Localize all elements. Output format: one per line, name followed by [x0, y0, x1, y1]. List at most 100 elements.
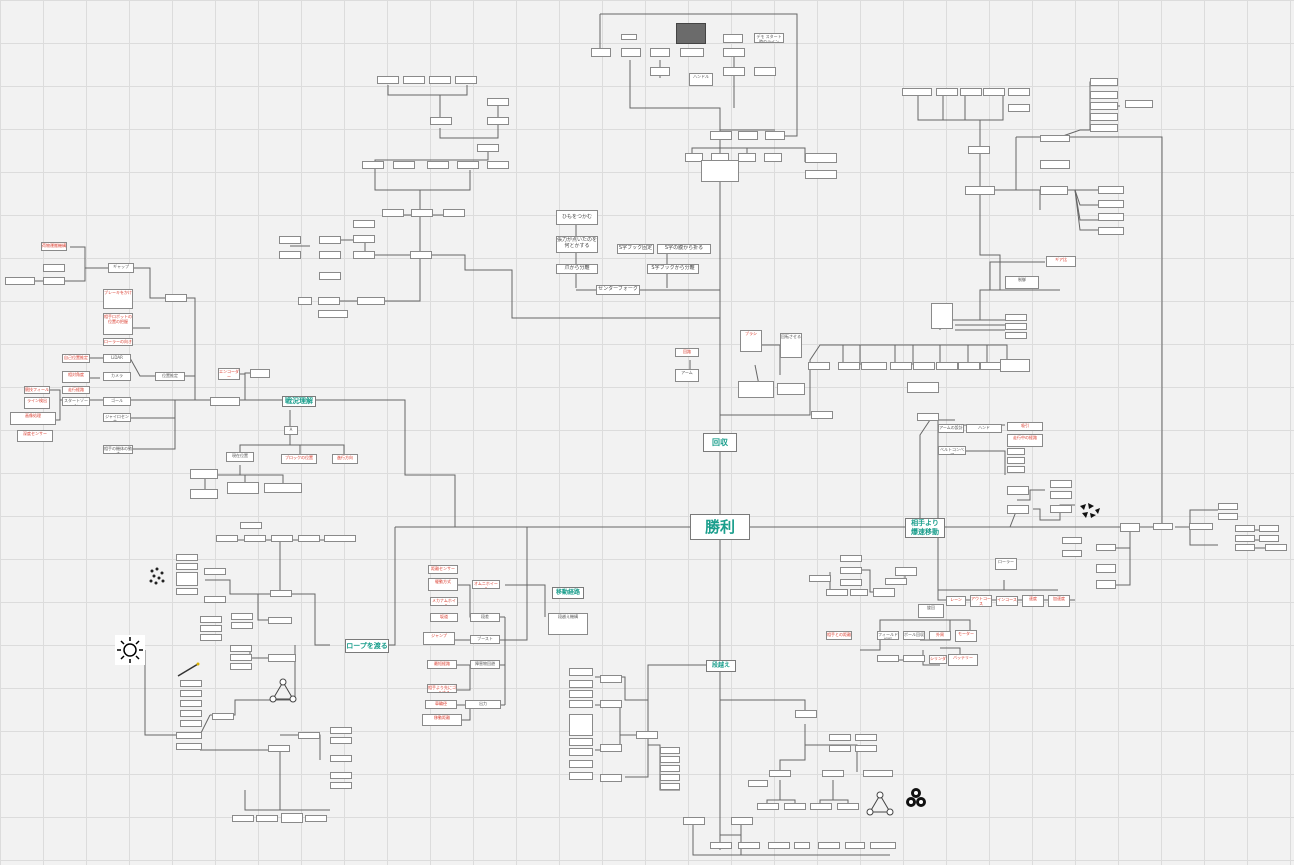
node-m8[interactable]: ブースト — [470, 635, 500, 644]
node-d-29[interactable] — [757, 803, 779, 810]
node-r-c2[interactable] — [840, 567, 862, 574]
node-top-8[interactable] — [723, 48, 745, 57]
node-d-3[interactable] — [569, 690, 593, 698]
node-top-7[interactable] — [723, 34, 743, 43]
node-r19[interactable]: バッテリー — [948, 654, 978, 666]
node-r-c6[interactable] — [850, 589, 868, 596]
node-d-9[interactable] — [569, 772, 593, 780]
hub-idou[interactable]: 移動経路 — [552, 587, 584, 599]
node-ru-20[interactable] — [983, 88, 1005, 96]
node-r25[interactable]: 回転させる — [780, 333, 802, 358]
node-m13[interactable]: 出力 — [465, 700, 501, 709]
node-rope-32[interactable] — [298, 732, 320, 739]
node-top-red-2[interactable] — [805, 170, 837, 179]
node-rope-41[interactable] — [281, 813, 303, 823]
node-d-34[interactable] — [731, 817, 753, 825]
node-r-c9[interactable] — [885, 578, 907, 585]
node-m1[interactable]: 距離センサー — [428, 565, 458, 574]
node-d-13[interactable] — [600, 774, 622, 782]
node-top-6[interactable] — [680, 48, 704, 57]
node-ul-6[interactable] — [430, 117, 452, 125]
node-center-fork[interactable]: センターフォーク — [596, 285, 640, 295]
node-d-10[interactable] — [600, 675, 622, 683]
node-ul-3[interactable] — [429, 76, 451, 84]
node-ru-34[interactable] — [1090, 113, 1118, 121]
node-ru-15[interactable] — [980, 362, 1002, 370]
node-top-11[interactable] — [710, 131, 732, 140]
node-l-c2[interactable]: ライン検出 — [24, 397, 50, 409]
node-top-10[interactable] — [754, 67, 776, 76]
node-l-d3[interactable]: ブロックの位置 — [281, 454, 317, 464]
node-ru-23[interactable] — [968, 146, 990, 154]
node-ul-20[interactable] — [279, 236, 301, 244]
node-rope-8[interactable] — [176, 563, 198, 570]
node-ul-26[interactable] — [298, 297, 312, 305]
node-rope-10[interactable] — [176, 588, 198, 595]
node-d-6[interactable] — [569, 738, 593, 746]
node-l-blank3[interactable] — [43, 277, 65, 285]
node-rope-18[interactable] — [200, 634, 222, 641]
node-hook-a[interactable]: S字フック固定 — [617, 244, 654, 254]
node-rope-38[interactable] — [330, 782, 352, 789]
node-rope-42[interactable] — [305, 815, 327, 822]
node-m3[interactable]: オムニホイール — [472, 580, 500, 589]
node-ul-10[interactable] — [393, 161, 415, 169]
node-ru-hub[interactable] — [931, 303, 953, 329]
node-r-b15[interactable] — [1096, 580, 1116, 589]
node-l-hub2[interactable] — [210, 397, 240, 406]
hub-kaishu[interactable]: 回収 — [703, 433, 737, 452]
node-r-b21[interactable] — [1235, 535, 1255, 542]
node-ru-18[interactable] — [936, 88, 958, 96]
node-d-25[interactable] — [769, 770, 791, 777]
node-kaishu-top[interactable] — [701, 160, 739, 182]
node-d-39[interactable] — [818, 842, 840, 849]
node-d-12[interactable] — [600, 744, 622, 752]
node-ru-21[interactable] — [1008, 88, 1030, 96]
node-r-b19[interactable] — [1235, 525, 1255, 532]
node-top-red-1[interactable] — [805, 153, 837, 163]
node-d-5[interactable] — [569, 714, 593, 736]
node-r13[interactable]: 相手との距離 — [826, 631, 852, 640]
node-ul-15[interactable] — [411, 209, 433, 217]
node-l-a3[interactable]: ブレーキをかけ — [103, 289, 133, 309]
node-ul-4[interactable] — [455, 76, 477, 84]
node-r-b9[interactable] — [1120, 523, 1140, 532]
node-d-14[interactable] — [636, 731, 658, 739]
node-rope-12[interactable] — [204, 596, 226, 603]
node-m15[interactable]: 段越え機構 — [548, 613, 588, 635]
node-r-b17[interactable] — [1218, 503, 1238, 510]
node-ru-2[interactable] — [1005, 314, 1027, 321]
node-ru-5[interactable] — [738, 381, 774, 398]
node-ul-23[interactable] — [353, 251, 375, 259]
node-ul-7[interactable] — [487, 117, 509, 125]
node-l-b4[interactable]: カメラ — [103, 372, 131, 381]
node-rope-40[interactable] — [256, 815, 278, 822]
node-ru-19[interactable] — [960, 88, 982, 96]
node-r-c1[interactable] — [840, 555, 862, 562]
node-rope-17[interactable] — [200, 625, 222, 632]
node-rope-23[interactable] — [268, 654, 296, 662]
node-d-35[interactable] — [710, 842, 732, 849]
node-ul-17[interactable] — [353, 220, 375, 228]
node-r-b10[interactable] — [1153, 523, 1173, 530]
node-ul-9[interactable] — [362, 161, 384, 169]
node-rope-3[interactable] — [271, 535, 293, 542]
node-rope-14[interactable] — [231, 613, 253, 620]
node-rope-31[interactable] — [176, 743, 202, 750]
node-l-d5[interactable]: 画像処理 — [10, 412, 56, 425]
node-ru-27[interactable] — [1098, 200, 1124, 208]
node-ul-12[interactable] — [457, 161, 479, 169]
node-l-blank6[interactable] — [190, 489, 218, 499]
node-d-22[interactable] — [855, 734, 877, 741]
node-ru-10[interactable] — [861, 362, 887, 370]
node-r-b4[interactable] — [1007, 486, 1029, 495]
node-r6[interactable]: ローラー — [995, 558, 1017, 570]
node-ul-25[interactable] — [319, 272, 341, 280]
hub-rope[interactable]: ロープを渡る — [345, 639, 389, 653]
node-r-b2[interactable] — [1007, 457, 1025, 464]
node-ru-6[interactable] — [777, 383, 805, 395]
node-rope-4[interactable] — [298, 535, 320, 542]
node-rope-22[interactable] — [230, 663, 252, 670]
node-d-15[interactable] — [660, 747, 680, 754]
node-d-38[interactable] — [794, 842, 810, 849]
